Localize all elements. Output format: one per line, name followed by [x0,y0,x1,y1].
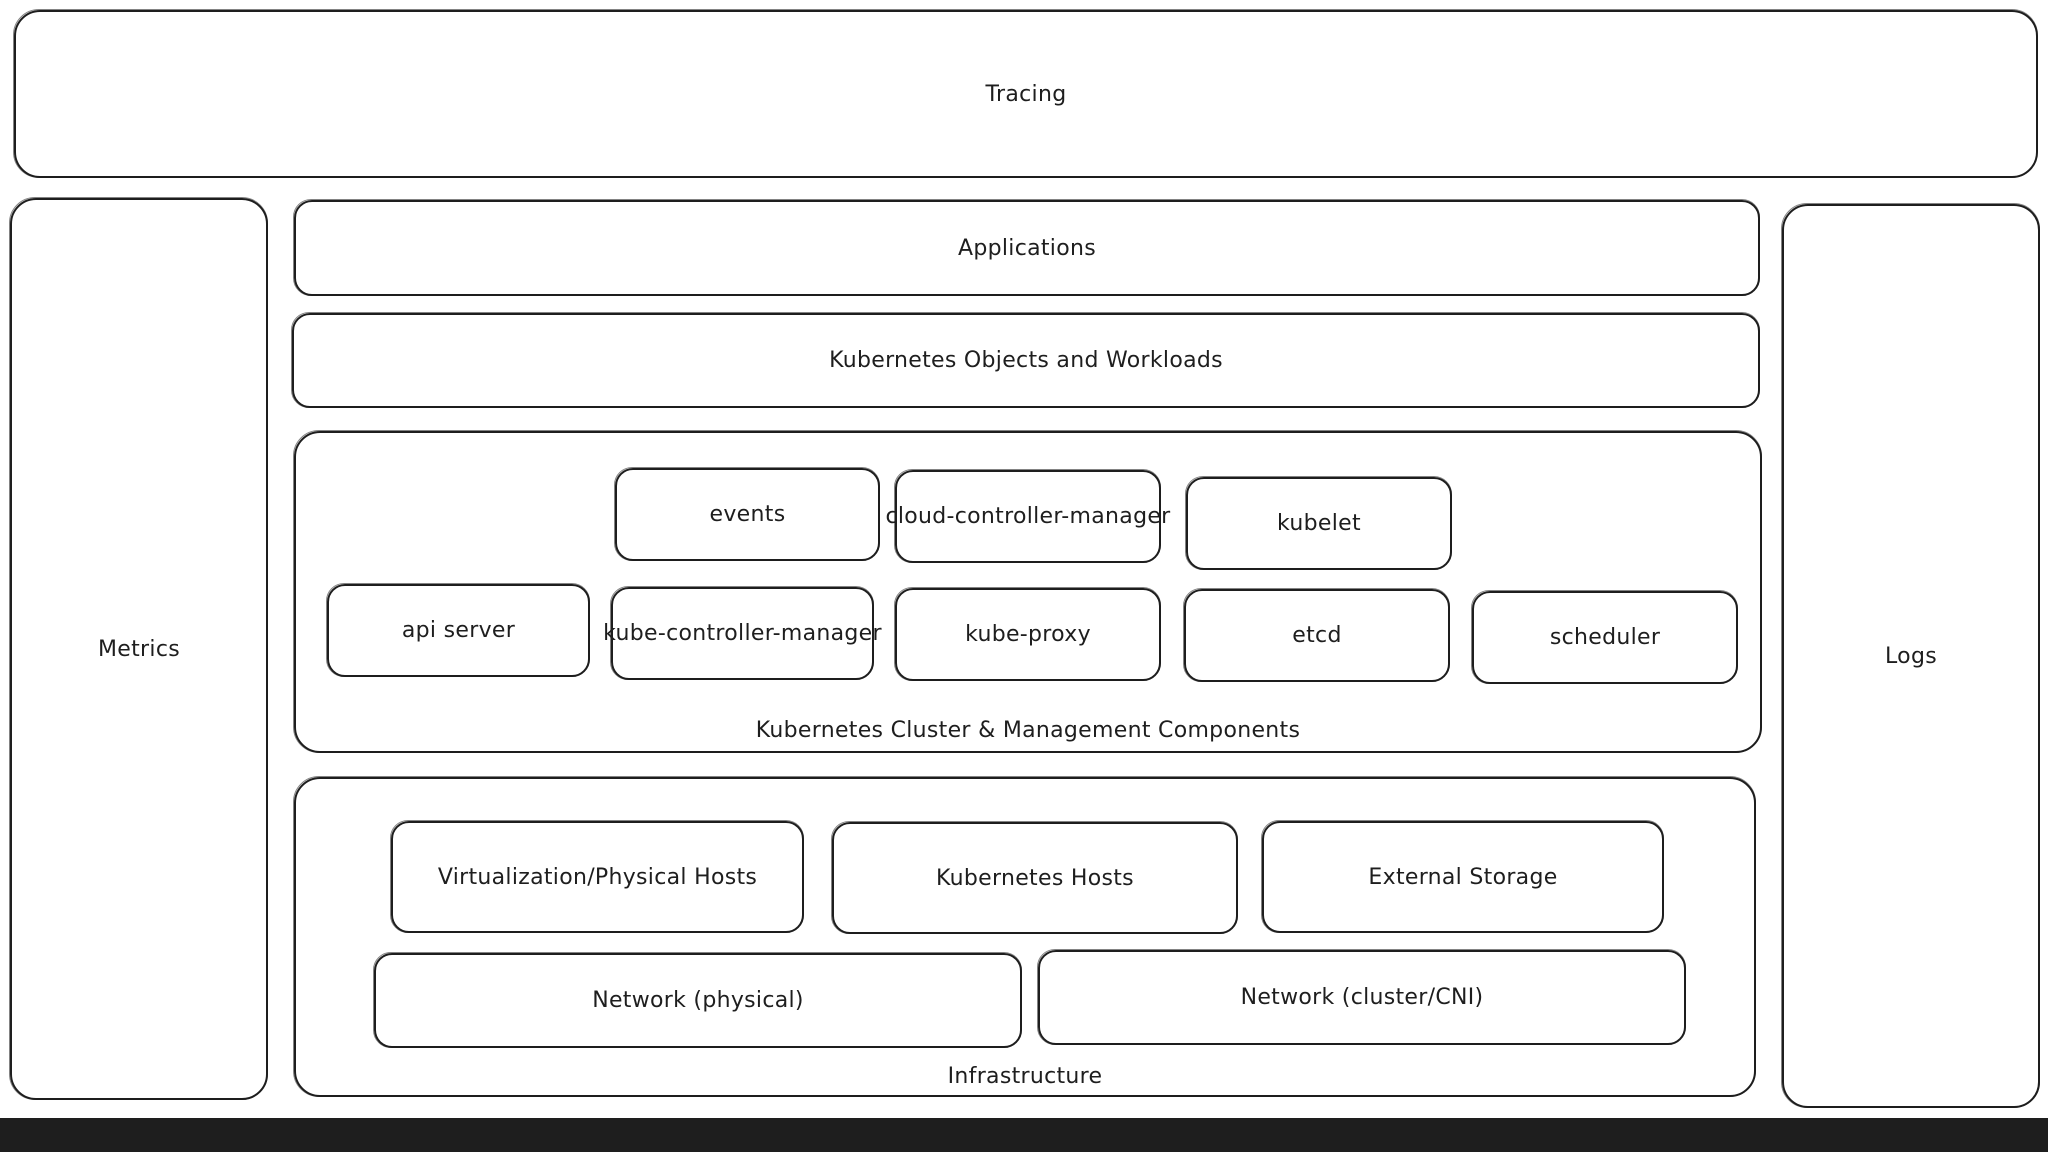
infrastructure-title: Infrastructure [947,1064,1103,1089]
virtualization-hosts-label: Virtualization/Physical Hosts [437,864,758,890]
cloud-controller-manager-label: cloud-controller-manager [885,504,1171,529]
cloud-controller-manager-box: cloud-controller-manager [885,469,1170,563]
network-physical-box: Network (physical) [373,952,1022,1048]
logs-box: Logs [1781,203,2040,1108]
kube-controller-manager-box: kube-controller-manager [603,586,882,680]
events-box: events [614,467,880,561]
etcd-label: etcd [1292,623,1342,648]
etcd-box: etcd [1183,588,1450,682]
metrics-label: Metrics [98,636,180,662]
logs-label: Logs [1885,643,1937,669]
tracing-label: Tracing [985,81,1067,107]
kube-controller-manager-label: kube-controller-manager [603,621,882,646]
cluster-components-title: Kubernetes Cluster & Management Componen… [755,718,1301,743]
kubernetes-objects-box: Kubernetes Objects and Workloads [291,312,1760,408]
kubernetes-hosts-box: Kubernetes Hosts [831,821,1238,934]
network-cluster-box: Network (cluster/CNI) [1037,949,1686,1045]
kube-proxy-box: kube-proxy [894,587,1161,681]
kubernetes-objects-label: Kubernetes Objects and Workloads [829,348,1223,373]
events-label: events [709,502,786,527]
kubernetes-hosts-label: Kubernetes Hosts [936,865,1134,891]
virtualization-hosts-box: Virtualization/Physical Hosts [390,820,804,933]
kubelet-box: kubelet [1185,476,1452,570]
external-storage-label: External Storage [1368,864,1558,890]
kube-proxy-label: kube-proxy [965,622,1091,647]
network-physical-label: Network (physical) [592,988,804,1013]
api-server-label: api server [401,618,516,643]
scheduler-label: scheduler [1549,625,1661,650]
bottom-bar [0,1118,2048,1152]
external-storage-box: External Storage [1261,820,1664,933]
scheduler-box: scheduler [1471,590,1738,684]
applications-label: Applications [958,235,1096,261]
applications-box: Applications [293,199,1760,296]
api-server-box: api server [326,583,590,677]
tracing-box: Tracing [13,9,2038,178]
network-cluster-label: Network (cluster/CNI) [1240,985,1484,1010]
kubelet-label: kubelet [1277,511,1361,536]
metrics-box: Metrics [9,197,268,1100]
